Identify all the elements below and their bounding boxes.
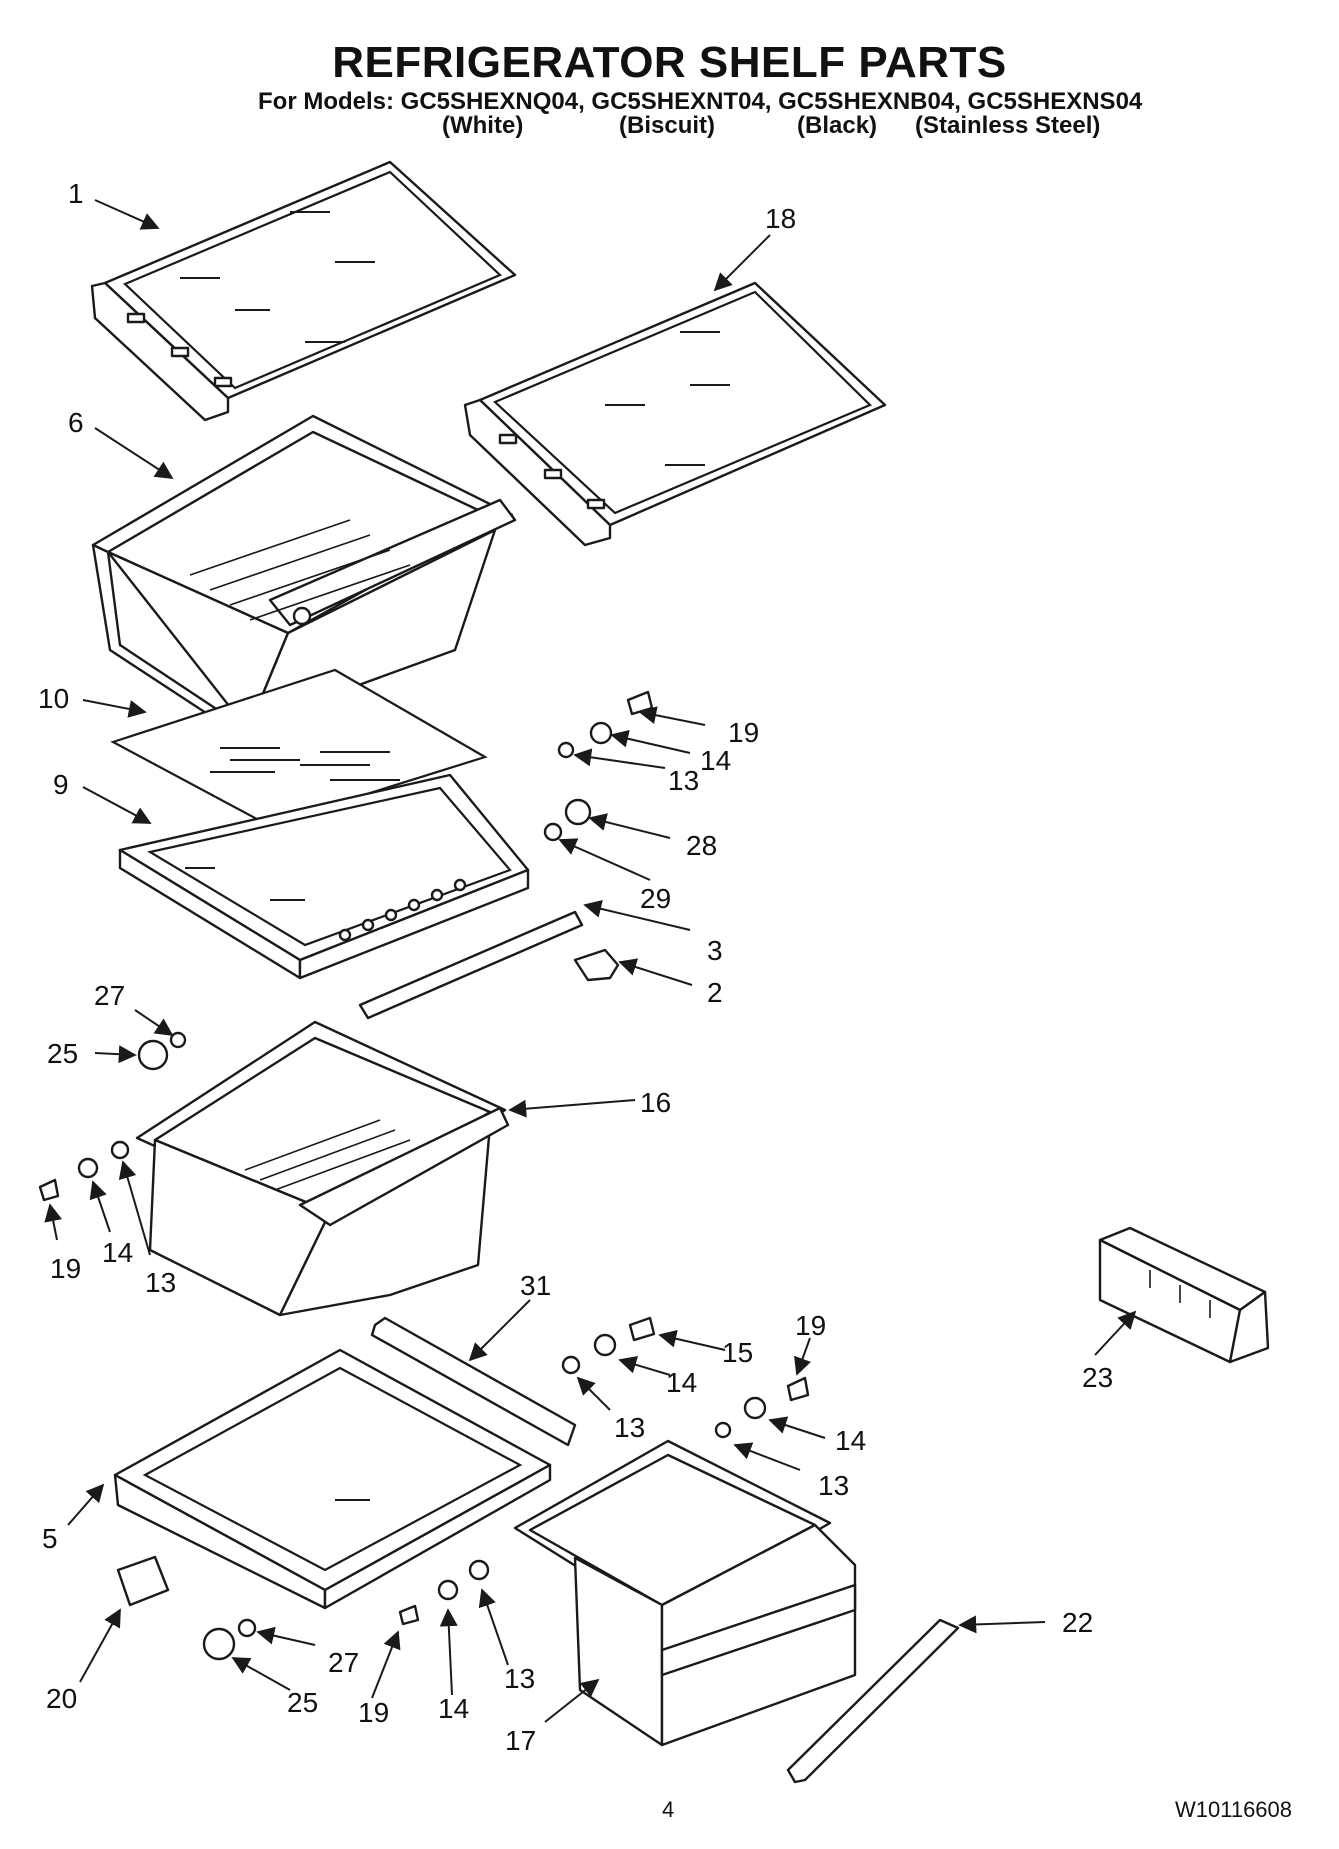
- document-number: W10116608: [1175, 1797, 1293, 1822]
- fastener-group-left: [38, 1140, 130, 1202]
- crisper-drawer-part-6: [91, 414, 517, 747]
- callout-2: 2: [707, 977, 723, 1008]
- callout-19-lower: 19: [358, 1697, 389, 1728]
- callout-16: 16: [640, 1087, 671, 1118]
- pantry-drawer-part-17: [513, 1439, 857, 1747]
- roller-part-25-27-left: [137, 1031, 187, 1071]
- shelf-frame-part-5: [113, 1348, 552, 1610]
- clip-part-2: [573, 948, 620, 982]
- callout-18: 18: [765, 203, 796, 234]
- crisper-cover-part-9: [118, 773, 530, 980]
- callout-10: 10: [38, 683, 69, 714]
- callout-1: 1: [68, 178, 84, 209]
- callout-14-upper: 14: [700, 745, 731, 776]
- bracket-part-31: [370, 1316, 577, 1447]
- callout-14-middle: 14: [666, 1367, 697, 1398]
- callout-14-left: 14: [102, 1237, 133, 1268]
- callout-13-middle: 13: [614, 1412, 645, 1443]
- callout-9: 9: [53, 769, 69, 800]
- callout-13-right: 13: [818, 1470, 849, 1501]
- callout-25-lower: 25: [287, 1687, 318, 1718]
- variant-stainless-steel: (Stainless Steel): [915, 112, 1101, 139]
- callout-23: 23: [1082, 1362, 1113, 1393]
- fastener-group-middle: [398, 1316, 810, 1626]
- callout-6: 6: [68, 407, 84, 438]
- callout-14-lower: 14: [438, 1693, 469, 1724]
- glass-panel-part-10: [110, 668, 488, 827]
- crisper-drawer-part-16: [135, 1020, 510, 1317]
- page-title: REFRIGERATOR SHELF PARTS: [332, 38, 1007, 87]
- variant-black: (Black): [797, 112, 878, 139]
- callout-15: 15: [722, 1337, 753, 1368]
- callout-19-upper: 19: [728, 717, 759, 748]
- variant-white: (White): [442, 112, 524, 139]
- cap-part-20: [116, 1555, 170, 1607]
- callout-20: 20: [46, 1683, 77, 1714]
- rail-part-3: [358, 910, 584, 1020]
- leader-lines: [44, 199, 1137, 1723]
- callout-31: 31: [520, 1270, 551, 1301]
- callout-13-upper: 13: [668, 765, 699, 796]
- callout-13-left: 13: [145, 1267, 176, 1298]
- page-number: 4: [662, 1797, 675, 1822]
- callout-25-left: 25: [47, 1038, 78, 1069]
- callout-19-left: 19: [50, 1253, 81, 1284]
- fastener-group-upper: [543, 690, 654, 842]
- variant-biscuit: (Biscuit): [619, 112, 715, 139]
- callout-14-right: 14: [835, 1425, 866, 1456]
- callout-19-right: 19: [795, 1310, 826, 1341]
- callout-29: 29: [640, 883, 671, 914]
- callout-17: 17: [505, 1725, 536, 1756]
- callout-13-lower: 13: [504, 1663, 535, 1694]
- callout-3: 3: [707, 935, 723, 966]
- glass-shelf-part-18: [463, 281, 887, 547]
- roller-part-25-27-lower: [202, 1618, 257, 1661]
- models-line: For Models: GC5SHEXNQ04, GC5SHEXNT04, GC…: [258, 88, 1143, 115]
- door-bin-part-23: [1098, 1226, 1270, 1364]
- glass-shelf-part-1: [90, 160, 517, 422]
- handle-part-22: [786, 1618, 960, 1784]
- callout-5: 5: [42, 1523, 58, 1554]
- callout-28: 28: [686, 830, 717, 861]
- callout-22: 22: [1062, 1607, 1093, 1638]
- callout-27-lower: 27: [328, 1647, 359, 1678]
- callout-27-left: 27: [94, 980, 125, 1011]
- callout-labels: 1 18 6 10 9 19 14 13 28 29 3 2 27 25 16 …: [38, 178, 1113, 1756]
